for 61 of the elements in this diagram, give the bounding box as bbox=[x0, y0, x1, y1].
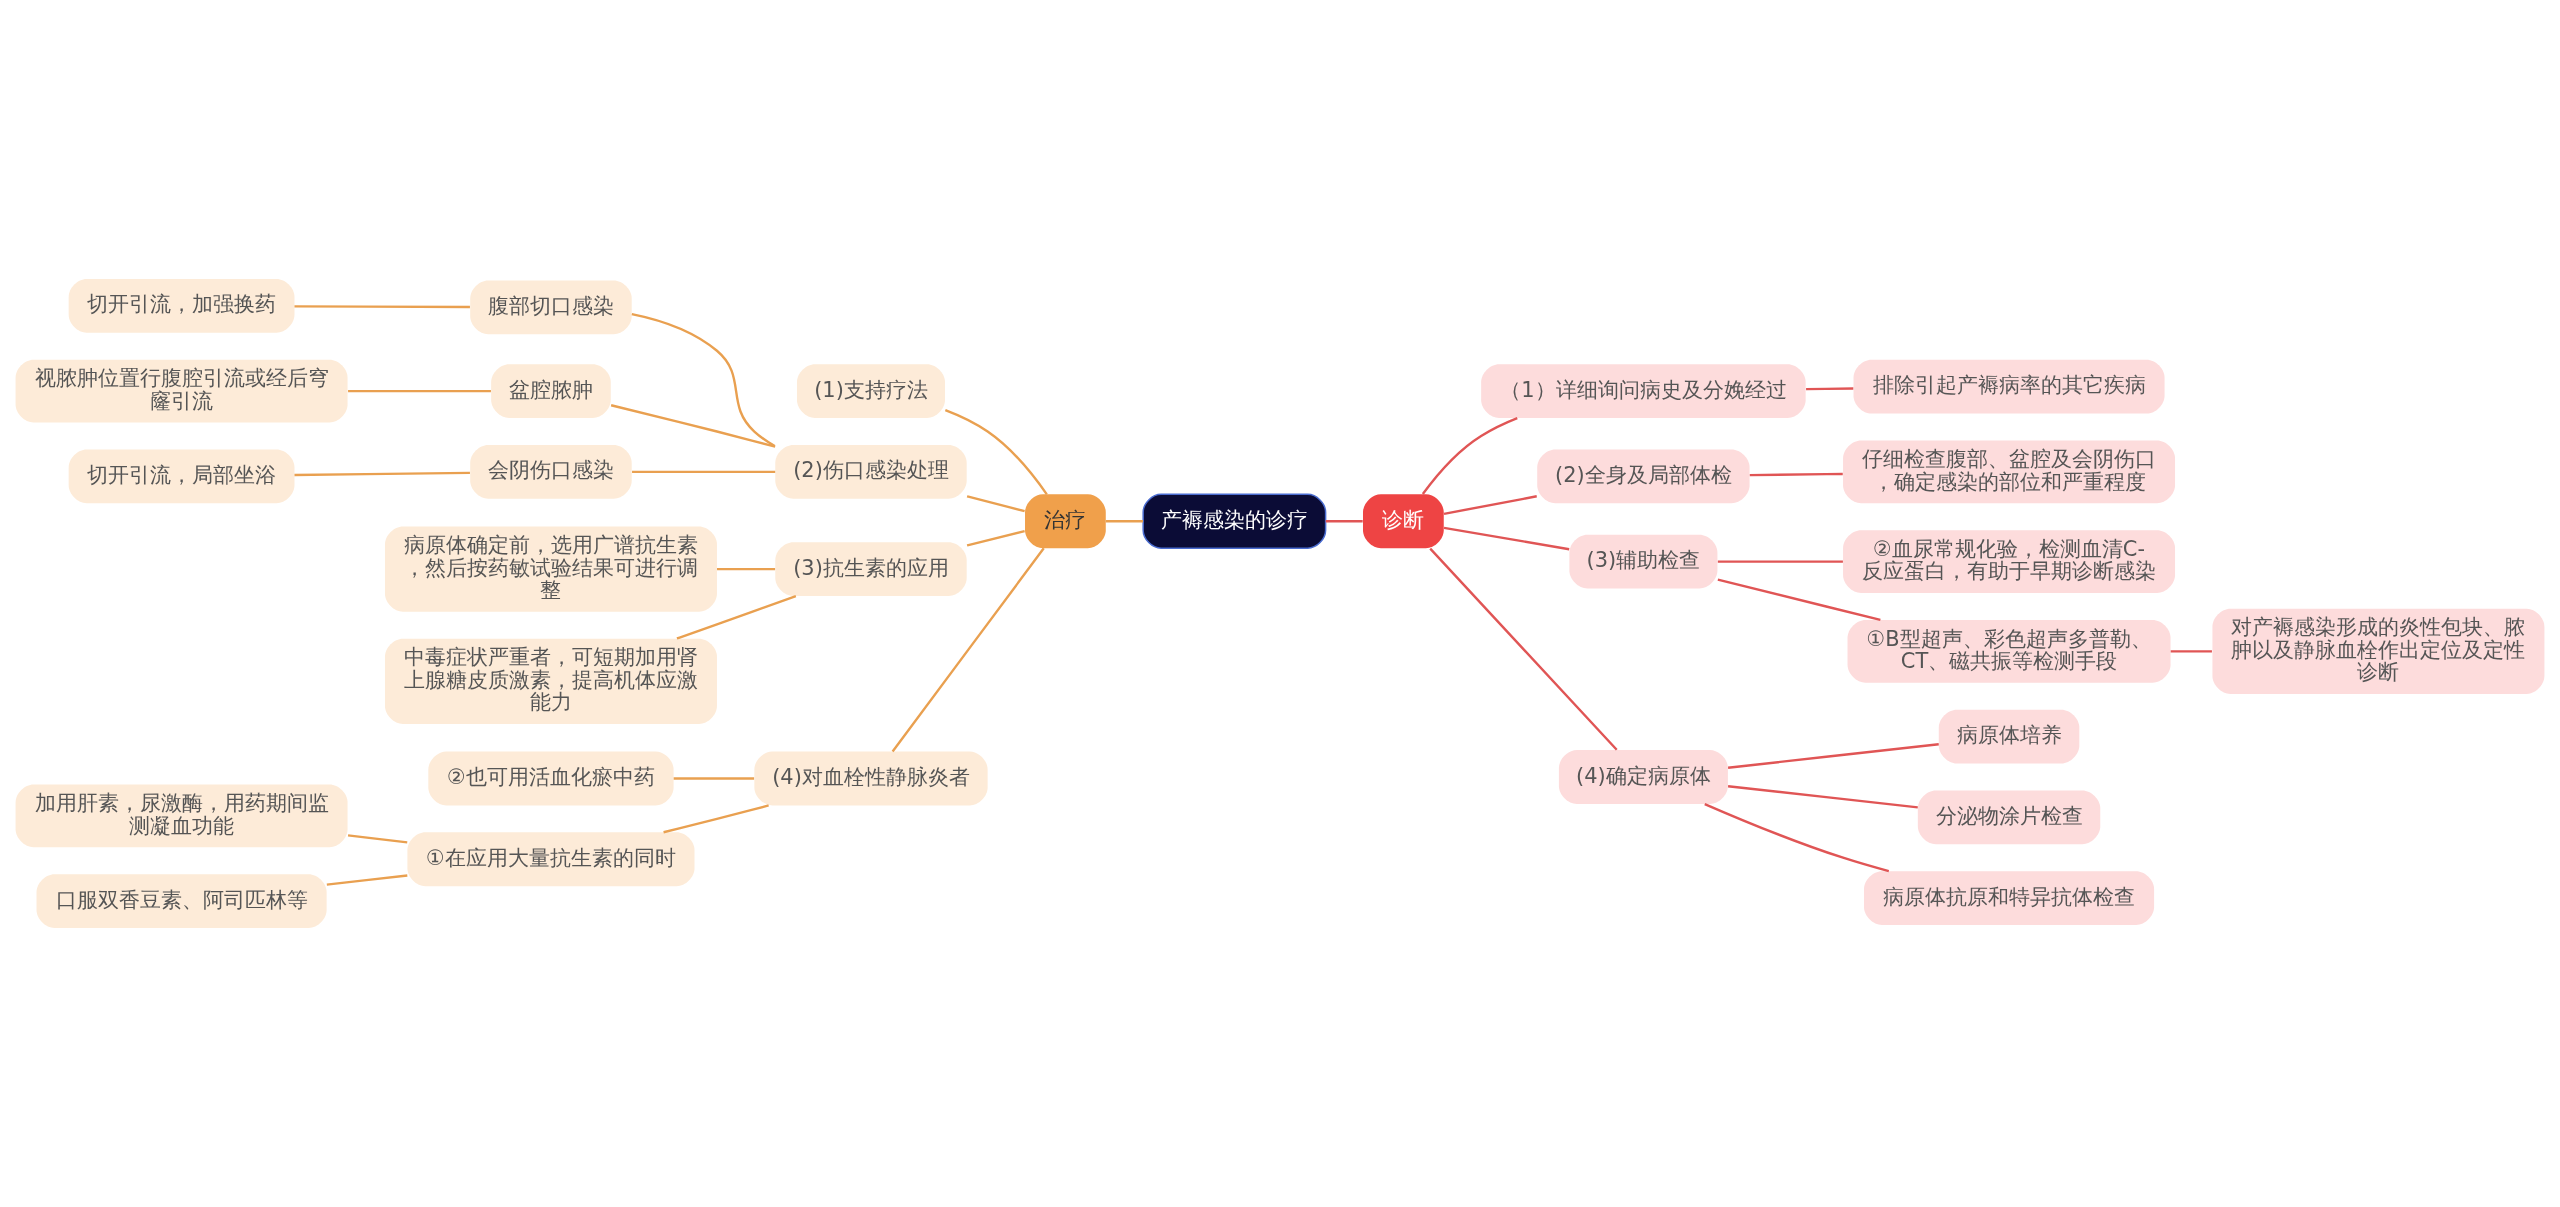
node-box: （1）详细询问病史及分娩经过 bbox=[1481, 364, 1806, 419]
connector bbox=[966, 529, 1025, 547]
connector bbox=[1749, 472, 1843, 477]
connector bbox=[1105, 520, 1144, 523]
connector bbox=[1727, 785, 1918, 809]
node-box: (4)确定病原体 bbox=[1558, 750, 1728, 804]
connector bbox=[1727, 743, 1939, 769]
connector bbox=[1443, 495, 1537, 516]
node-box: (4)对血栓性静脉炎者 bbox=[754, 751, 988, 806]
node-box: ①B型超声、彩色超声多普勒、CT、磁共振等检测手段 bbox=[1847, 619, 2171, 683]
node-box: 仔细检查腹部、盆腔及会阴伤口，确定感染的部位和严重程度 bbox=[1843, 440, 2176, 504]
node-box: 切开引流，加强换药 bbox=[68, 279, 295, 333]
node-box: (2)伤口感染处理 bbox=[775, 445, 967, 499]
connector bbox=[944, 409, 1048, 496]
connector bbox=[2170, 650, 2212, 653]
node-box: 切开引流，局部坐浴 bbox=[68, 449, 295, 504]
node-box: 排除引起产褥病率的其它疾病 bbox=[1853, 359, 2165, 414]
node-box: (3)抗生素的应用 bbox=[775, 542, 967, 596]
connector bbox=[1717, 578, 1881, 622]
connector bbox=[632, 470, 776, 474]
connector bbox=[673, 777, 755, 780]
connector bbox=[717, 567, 776, 571]
connector bbox=[891, 547, 1045, 753]
connector bbox=[326, 874, 408, 886]
node-box: 病原体确定前，选用广谱抗生素，然后按药敏试验结果可进行调整 bbox=[384, 526, 717, 612]
node-box: 口服双香豆素、阿司匹林等 bbox=[36, 874, 327, 928]
node-box: 病原体培养 bbox=[1938, 709, 2080, 764]
node-box: 会阴伤口感染 bbox=[470, 445, 632, 499]
node-box: ②也可用活血化瘀中药 bbox=[428, 751, 674, 806]
connector bbox=[966, 495, 1025, 513]
connector bbox=[610, 404, 776, 448]
node-box: 腹部切口感染 bbox=[470, 280, 632, 335]
connector bbox=[347, 834, 408, 844]
connector bbox=[294, 305, 470, 309]
node-box: 病原体抗原和特异抗体检查 bbox=[1864, 871, 2155, 926]
connector bbox=[1429, 547, 1618, 751]
node-box: 视脓肿位置行腹腔引流或经后穹窿引流 bbox=[15, 359, 348, 423]
node-box: 产褥感染的诊疗 bbox=[1142, 493, 1327, 549]
node-box: (2)全身及局部体检 bbox=[1537, 449, 1750, 504]
node-box: ①在应用大量抗生素的同时 bbox=[407, 832, 695, 887]
connector bbox=[348, 389, 491, 393]
connector bbox=[631, 312, 776, 448]
connector bbox=[663, 804, 769, 834]
node-box: ②血尿常规化验，检测血清C-反应蛋白，有助于早期诊断感染 bbox=[1843, 530, 2176, 594]
connector bbox=[294, 471, 470, 477]
node-box: 中毒症状严重者，可短期加用肾上腺糖皮质激素，提高机体应激能力 bbox=[384, 638, 717, 724]
node-box: 盆腔脓肿 bbox=[491, 364, 611, 419]
connector bbox=[1443, 526, 1570, 551]
node-box: 对产褥感染形成的炎性包块、脓肿以及静脉血栓作出定位及定性诊断 bbox=[2212, 608, 2545, 694]
node-box: (3)辅助检查 bbox=[1569, 534, 1718, 589]
node-box: 加用肝素，尿激酶，用药期间监测凝血功能 bbox=[15, 784, 348, 848]
connector bbox=[1421, 417, 1518, 495]
node-box: (1)支持疗法 bbox=[796, 364, 945, 419]
connector bbox=[676, 594, 797, 640]
node-box: 分泌物涂片检查 bbox=[1917, 790, 2101, 845]
connector bbox=[1806, 387, 1854, 391]
connector bbox=[1325, 520, 1363, 523]
connector bbox=[1717, 560, 1843, 563]
node-box: 诊断 bbox=[1363, 494, 1444, 549]
node-box: 治疗 bbox=[1025, 494, 1106, 549]
connector bbox=[1704, 802, 1890, 873]
